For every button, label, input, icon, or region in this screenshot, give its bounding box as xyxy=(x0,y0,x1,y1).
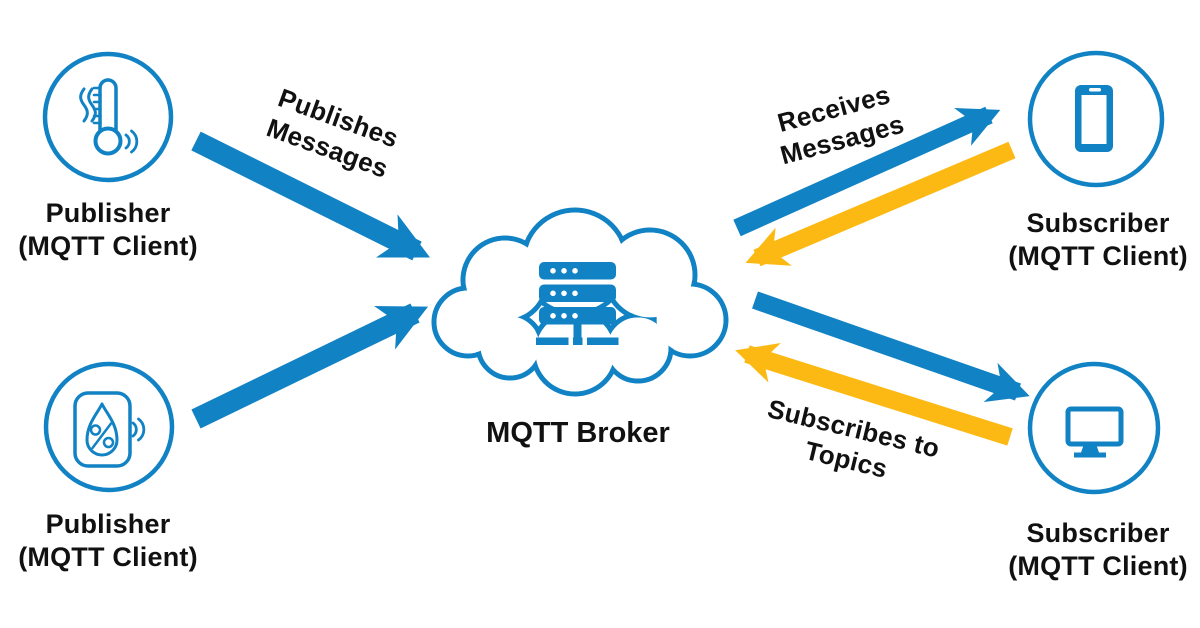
subscriber-bottom-title: Subscriber xyxy=(1026,518,1170,548)
subscriber-bottom-label: Subscriber (MQTT Client) xyxy=(978,517,1200,583)
subscriber-top-subtitle: (MQTT Client) xyxy=(1008,241,1188,271)
subscriber-bottom-node xyxy=(1027,361,1161,495)
broker-label: MQTT Broker xyxy=(486,417,670,449)
publisher-top-node xyxy=(42,51,174,183)
subscriber-top-label: Subscriber (MQTT Client) xyxy=(978,207,1200,273)
publish-arrow-top xyxy=(191,131,430,261)
publisher-bottom-subtitle: (MQTT Client) xyxy=(18,542,198,572)
publisher-top-title: Publisher xyxy=(45,198,171,228)
publisher-top-label: Publisher (MQTT Client) xyxy=(0,197,228,263)
humidity-sensor-icon xyxy=(73,391,146,468)
temperature-sensor-icon xyxy=(79,78,139,156)
receive-arrow-blue xyxy=(733,106,1001,237)
publish-arrow-bottom xyxy=(191,303,429,429)
publisher-top-subtitle: (MQTT Client) xyxy=(18,231,198,261)
receive-arrow-yellow xyxy=(745,141,1016,267)
subscribe-arrow-blue xyxy=(752,291,1030,402)
publisher-bottom-node xyxy=(43,361,175,493)
smartphone-icon xyxy=(1075,85,1113,152)
subscriber-bottom-subtitle: (MQTT Client) xyxy=(1008,551,1188,581)
subscriber-top-title: Subscriber xyxy=(1026,208,1170,238)
server-stack-icon xyxy=(536,262,619,345)
subscriber-top-node xyxy=(1027,50,1165,188)
publisher-bottom-label: Publisher (MQTT Client) xyxy=(0,508,228,574)
desktop-monitor-icon xyxy=(1065,406,1124,458)
subscribe-arrow-yellow xyxy=(735,342,1013,446)
publisher-bottom-title: Publisher xyxy=(45,509,171,539)
